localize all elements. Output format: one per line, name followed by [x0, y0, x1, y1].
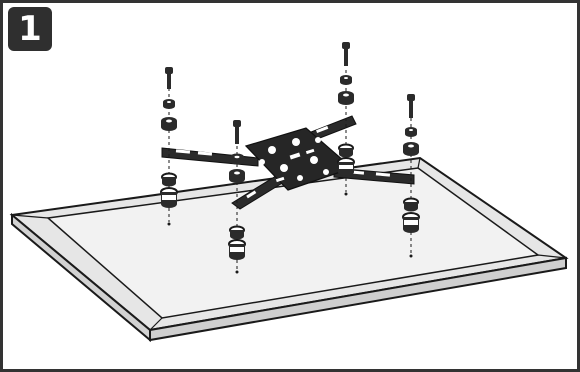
bolt-icon: [342, 42, 350, 66]
spacer-icon: [228, 239, 246, 260]
washer-icon: [338, 91, 354, 105]
bolt-icon: [165, 67, 173, 89]
spacer-icon: [160, 187, 178, 208]
step-number: 1: [18, 9, 42, 49]
washer-icon: [403, 142, 419, 156]
washer-icon: [161, 117, 177, 131]
hardware-stack-left: [160, 67, 178, 208]
washer-icon: [230, 153, 244, 165]
bolt-icon: [407, 94, 415, 118]
step-number-badge: 1: [8, 7, 52, 51]
hardware-stack-right: [402, 94, 420, 233]
bracket-plate-holes: [259, 137, 329, 183]
washer-icon: [405, 127, 417, 137]
bolt-icon: [233, 120, 241, 144]
washer-icon: [163, 99, 175, 109]
hardware-stack-top: [337, 42, 355, 176]
spacer-icon: [338, 143, 354, 158]
spacer-icon: [403, 197, 419, 212]
tv-mount-holes: [167, 192, 413, 274]
washer-icon: [340, 75, 352, 85]
bracket-arm-slots: [175, 125, 391, 199]
spacer-icon: [229, 225, 245, 240]
washer-icon: [229, 169, 245, 183]
spacer-icon: [337, 157, 355, 176]
tv-edge-bottom: [149, 256, 567, 342]
spacer-icon: [402, 212, 420, 233]
hardware-stack-middle: [228, 120, 246, 260]
spacer-icon: [161, 172, 177, 187]
